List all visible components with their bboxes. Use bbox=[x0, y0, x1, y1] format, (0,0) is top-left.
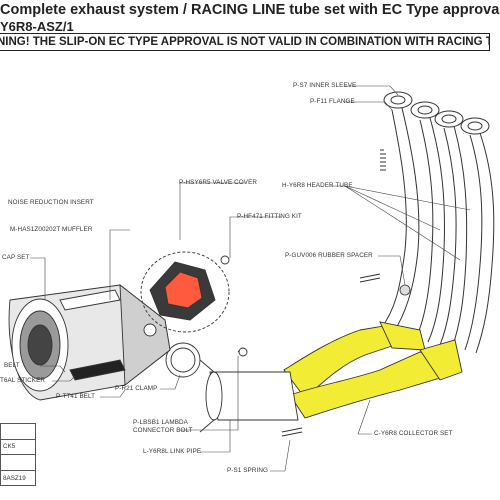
label-link-pipe: L-Y6R8L LINK PIPE bbox=[143, 448, 202, 455]
label-belt: BELT bbox=[4, 362, 20, 369]
diagram-title: Complete exhaust system / RACING LINE tu… bbox=[0, 2, 500, 18]
product-code: Y6R8-ASZ/1 bbox=[0, 19, 74, 34]
label-inner-sleeve: P-S7 INNER SLEEVE bbox=[293, 82, 357, 89]
label-clamp: P-R21 CLAMP bbox=[115, 385, 158, 392]
label-lambda-bolt-1: P-LBSB1 LAMBDA bbox=[133, 419, 188, 426]
table-row: 8ASZ19 bbox=[0, 469, 36, 487]
label-noise-insert: NOISE REDUCTION INSERT bbox=[8, 199, 94, 206]
table-row: CK5 bbox=[0, 438, 36, 456]
label-muffler: M-HAS1Z00202T MUFFLER bbox=[10, 226, 93, 233]
collector-set bbox=[283, 321, 463, 419]
flanges bbox=[383, 91, 490, 135]
table-row bbox=[0, 423, 36, 440]
label-rubber-spacer: P-GUV006 RUBBER SPACER bbox=[285, 252, 373, 259]
label-valve-cover: P-HSY6R5 VALVE COVER bbox=[179, 179, 258, 186]
clamp bbox=[165, 342, 201, 378]
label-collector-set: C-Y6R8 COLLECTOR SET bbox=[374, 430, 453, 437]
label-flange: P-F11 FLANGE bbox=[310, 98, 355, 105]
header-tubes bbox=[379, 107, 495, 354]
link-pipe bbox=[199, 359, 299, 433]
warning-banner: NING! THE SLIP-ON EC TYPE APPROVAL IS NO… bbox=[0, 33, 490, 51]
label-spring: P-S1 SPRING bbox=[227, 467, 268, 474]
label-lambda-bolt-2: CONNECTOR BOLT bbox=[133, 427, 193, 434]
label-sticker: T6AL STICKER bbox=[0, 377, 46, 384]
label-cap-set: CAP SET bbox=[2, 254, 30, 261]
table-row bbox=[0, 454, 36, 471]
muffler bbox=[8, 284, 171, 401]
valve-cover bbox=[140, 251, 248, 357]
label-tt41-belt: P-TT41 BELT bbox=[56, 393, 96, 400]
label-fitting-kit: P-HF471 FITTING KIT bbox=[237, 213, 302, 220]
parts-table: CK5 8ASZ19 bbox=[0, 423, 36, 487]
rubber-spacer bbox=[399, 284, 411, 296]
label-header-tube: H-Y6R8 HEADER TUBE bbox=[282, 182, 353, 189]
